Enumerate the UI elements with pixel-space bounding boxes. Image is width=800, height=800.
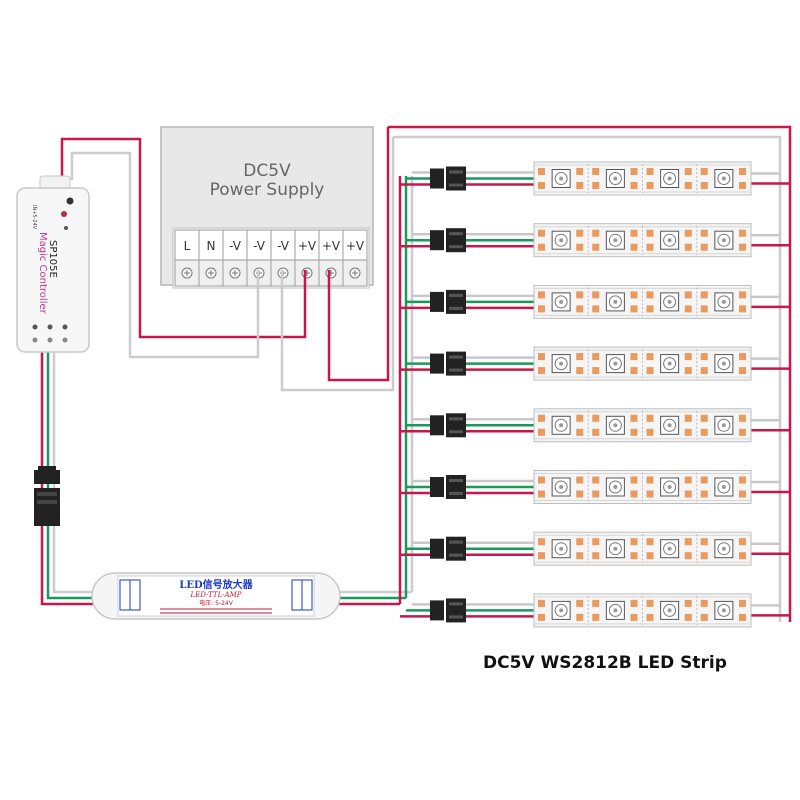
terminal-cell <box>222 229 248 261</box>
terminal-label: +V <box>298 239 317 253</box>
led-strip <box>430 593 752 628</box>
terminal-label: -V <box>277 239 290 253</box>
controller-brand: Magic Controller <box>37 232 48 315</box>
led-strip <box>430 346 752 381</box>
strip-connector <box>430 166 466 191</box>
controller-connector <box>34 466 60 526</box>
led-strip <box>430 284 752 319</box>
power-supply: DC5V Power Supply L N -V -V -V +V +V +V <box>160 126 374 289</box>
strip-connector <box>430 413 466 438</box>
strip-connector <box>430 289 466 314</box>
led-strip <box>430 223 752 258</box>
controller: IN+5-24V SP105E Magic Controller <box>16 175 90 353</box>
led-strip <box>430 470 752 504</box>
led-strip <box>430 161 752 196</box>
led-strips <box>430 161 752 628</box>
terminal-label: L <box>184 239 191 253</box>
strip-connector <box>430 475 466 499</box>
terminal-label: -V <box>253 239 266 253</box>
terminal-label: +V <box>322 239 341 253</box>
controller-label-small: IN+5-24V <box>31 205 37 230</box>
signal-amplifier: LED信号放大器 LED-TTL-AMP 电压: 5-24V <box>91 572 341 620</box>
strip-connector <box>430 228 466 253</box>
amplifier-subtitle: LED-TTL-AMP <box>189 591 241 599</box>
strip-connector <box>430 598 466 623</box>
led-strip <box>430 531 752 566</box>
diagram-caption: DC5V WS2812B LED Strip <box>483 653 727 673</box>
amplifier-title: LED信号放大器 <box>179 578 253 591</box>
led-strip <box>430 408 752 443</box>
strip-connector <box>430 536 466 561</box>
strip-feed-wires <box>400 171 790 618</box>
wires <box>40 125 792 622</box>
terminal-block: L N -V -V -V +V +V +V <box>172 227 370 289</box>
strip-connector <box>430 351 466 376</box>
amplifier-voltage: 电压: 5-24V <box>199 599 234 607</box>
power-supply-title: DC5V <box>243 161 291 181</box>
terminal-label: -V <box>229 239 242 253</box>
terminal-label: N <box>207 239 216 253</box>
power-supply-subtitle: Power Supply <box>210 180 325 200</box>
terminal-label: +V <box>346 239 365 253</box>
terminal-cell <box>270 229 296 261</box>
controller-model: SP105E <box>47 240 58 278</box>
terminal-cell <box>198 229 224 261</box>
terminal-cell <box>294 229 320 261</box>
